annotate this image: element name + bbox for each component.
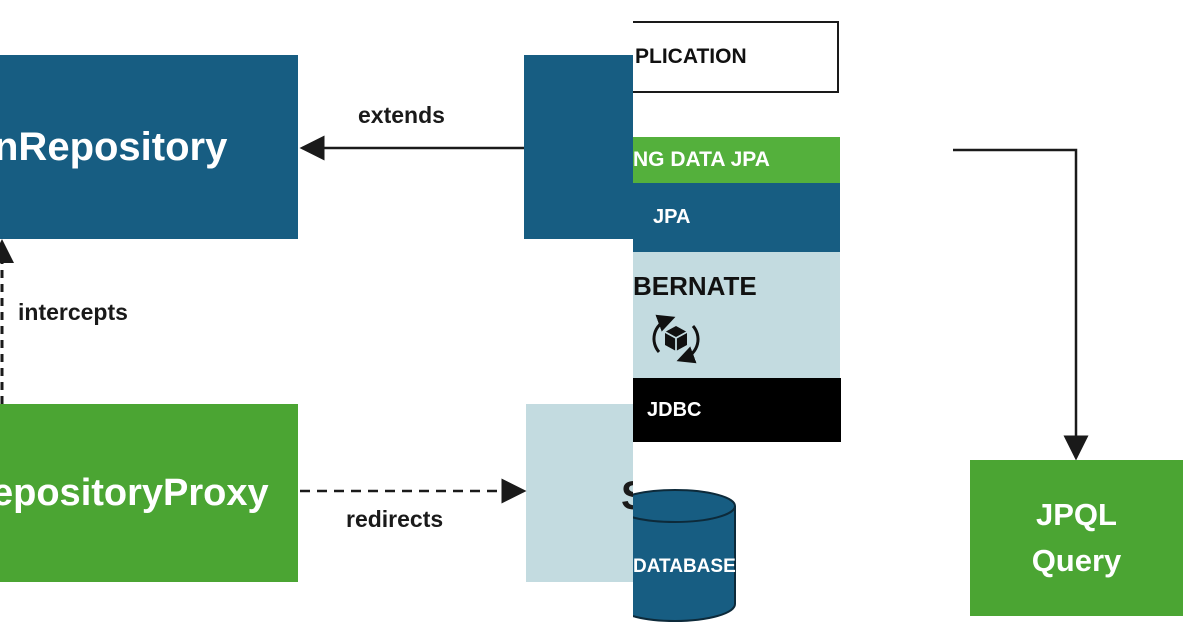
extends-label: extends <box>358 102 445 128</box>
jdbc-layer: JDBC <box>633 378 841 442</box>
jpql-query-line1: JPQL <box>1036 497 1117 532</box>
repository-box: nRepository <box>0 55 298 239</box>
stack-panel: PLICATION NG DATA JPA JPA BERNATE JDBC D… <box>633 0 848 630</box>
hibernate-label: BERNATE <box>633 271 757 301</box>
jpql-query-box: JPQL Query <box>970 460 1183 616</box>
database-label: DATABASE <box>633 556 736 577</box>
refresh-cube-icon <box>652 314 700 364</box>
jpql-query-line2: Query <box>1031 543 1122 578</box>
jpa-label: JPA <box>653 206 691 228</box>
spring-data-jpa-layer: NG DATA JPA <box>633 137 840 183</box>
intercepts-label: intercepts <box>18 299 128 325</box>
jpa-layer: JPA <box>633 183 840 252</box>
redirects-label: redirects <box>346 506 444 532</box>
jdbc-label: JDBC <box>647 398 702 421</box>
proxy-box-label: epositoryProxy <box>0 471 269 514</box>
right-blue-box <box>524 55 644 239</box>
proxy-box: epositoryProxy <box>0 404 298 582</box>
hibernate-layer: BERNATE <box>633 252 840 378</box>
database-cylinder <box>633 489 736 622</box>
application-label: PLICATION <box>635 45 747 68</box>
query-connector-arrow <box>953 148 1089 461</box>
spring-data-jpa-label: NG DATA JPA <box>633 148 770 171</box>
application-layer: PLICATION <box>633 21 839 93</box>
right-light-box: S <box>526 404 648 582</box>
repository-box-label: nRepository <box>0 124 228 169</box>
